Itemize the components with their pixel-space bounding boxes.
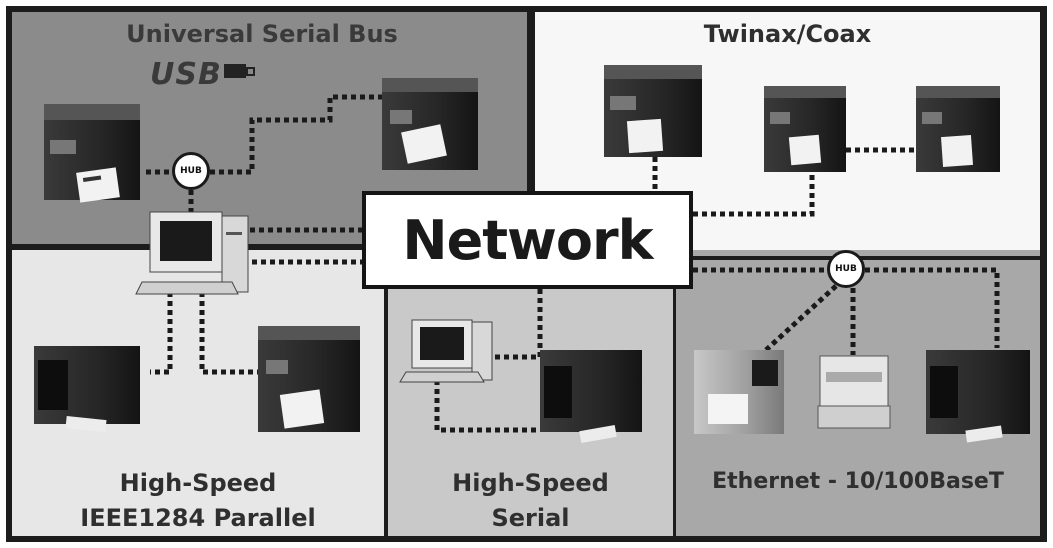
usb-section-title: Universal Serial Bus <box>126 20 398 48</box>
connection-lines <box>146 94 1000 433</box>
twinax-printer-2 <box>764 86 846 172</box>
network-label: Network <box>402 208 653 272</box>
parallel-printer-left <box>34 346 140 433</box>
computer-main <box>135 211 249 295</box>
usb-logo: USB <box>150 57 222 92</box>
ethernet-section-title: Ethernet - 10/100BaseT <box>712 469 1004 494</box>
serial-title-line1: High-Speed <box>452 469 609 497</box>
parallel-title-line1: High-Speed <box>119 469 277 497</box>
usb-plug-icon <box>224 64 255 78</box>
ethernet-printer-3 <box>926 350 1030 443</box>
twinax-printer-3 <box>916 86 1000 172</box>
serial-computer <box>399 319 493 383</box>
parallel-section-title: High-Speed IEEE1284 Parallel <box>12 466 384 536</box>
parallel-title-line2: IEEE1284 Parallel <box>80 504 316 532</box>
twinax-printer-1 <box>604 65 702 157</box>
serial-section-title: High-Speed Serial <box>387 466 674 536</box>
serial-title-line2: Serial <box>491 504 570 532</box>
usb-hub: HUB <box>172 152 210 190</box>
serial-printer <box>540 350 642 444</box>
usb-printer-right <box>382 78 478 170</box>
parallel-printer-right <box>258 326 360 432</box>
usb-printer-left <box>44 104 140 203</box>
ethernet-hub: HUB <box>827 250 865 288</box>
network-box: Network <box>362 191 693 289</box>
twinax-section-title: Twinax/Coax <box>703 20 872 48</box>
ethernet-printer-1 <box>694 350 784 434</box>
ethernet-printer-2 <box>817 355 891 429</box>
